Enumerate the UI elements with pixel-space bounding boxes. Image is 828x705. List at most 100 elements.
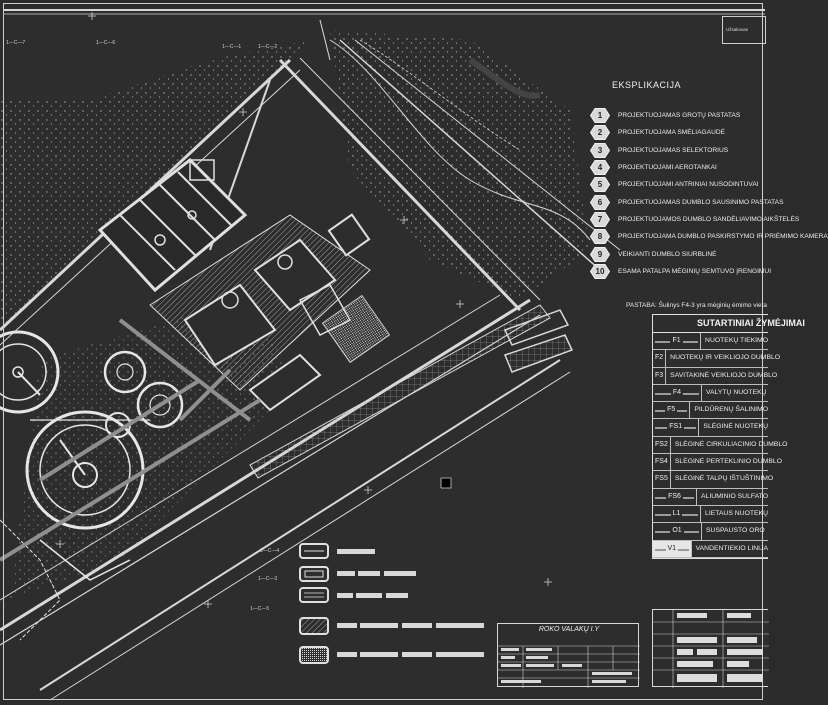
line-code: V1	[665, 544, 679, 552]
section-mark: 1—C—3	[258, 576, 277, 582]
section-mark: 1—C—1	[222, 44, 241, 50]
title-block: ROKO VALAKŲ I.Y	[497, 623, 640, 688]
line-code: FS4	[653, 458, 670, 466]
line-symbol: O1	[653, 523, 702, 540]
hexagon-number-icon: 9	[589, 246, 611, 262]
legend-item-label: PROJEKTUOJAMI ANTRINIAI NUSODINTUVAI	[618, 181, 759, 189]
clarifiers	[0, 330, 184, 641]
pipelines	[0, 318, 262, 562]
legend-item: 1 PROJEKTUOJAMAS GROTŲ PASTATAS	[589, 107, 768, 124]
legend-item-number: 10	[595, 266, 605, 276]
client-stamp: Užsakovas	[722, 16, 766, 44]
legend-item: 7 PROJEKTUOJAMOS DUMBLO SANDĖLIAVIMO AIKŠ…	[589, 211, 800, 228]
line-description: SLĖGINĖ PERTEKLINIO DUMBLO	[674, 458, 782, 466]
line-code: F4	[670, 388, 684, 396]
hexagon-number-icon: 7	[589, 211, 611, 227]
table-row: V1 VANDENTIEKIO LINIJA	[653, 540, 768, 558]
line-code: F3	[653, 371, 666, 379]
legend-item-number: 2	[597, 128, 603, 138]
title-block-project: ROKO VALAKŲ I.Y	[538, 626, 600, 633]
hexagon-number-icon: 4	[589, 160, 611, 176]
hexagon-number-icon: 6	[589, 194, 611, 210]
line-symbol: FS1	[653, 419, 700, 436]
line-code: F5	[665, 406, 678, 414]
legend-item: 3 PROJEKTUOJAMAS SELEKTORIUS	[589, 142, 768, 159]
legend-item-label: ESAMA PATALPA MĖGINIŲ SEMTUVO ĮRENGIMUI	[618, 267, 772, 275]
line-description: SUSPAUSTO ORO	[706, 527, 765, 535]
symbol-legend	[299, 543, 484, 664]
legend-item-number: 9	[597, 249, 603, 259]
line-symbol: F5	[653, 402, 691, 419]
table-row: O1 SUSPAUSTO ORO	[653, 523, 768, 541]
table-row: FS5 SLĖGINĖ TALPŲ IŠTUŠTINIMO	[653, 471, 773, 489]
line-description: SLĖGINĖ NUOTEKŲ	[703, 423, 768, 431]
table-row: FS2 SLĖGINĖ CIRKULIACINIO DUMBLO	[653, 436, 787, 455]
line-symbol: FS4	[653, 454, 671, 471]
line-description: VANDENTIEKIO LINIJA	[695, 544, 768, 552]
legend-item-number: 3	[597, 145, 603, 155]
line-code: L1	[670, 509, 683, 517]
legend-item: 2 PROJEKTUOJAMA SMĖLIAGAUDĖ	[589, 124, 768, 141]
line-description: VALYTŲ NUOTEKŲ	[706, 388, 767, 396]
line-symbol: F3	[653, 367, 667, 384]
line-code: FS1	[667, 423, 685, 431]
table-row: F1 NUOTEKŲ TIEKIMO	[653, 333, 768, 351]
title-block-grid	[498, 645, 640, 688]
table-row: FS1 SLĖGINĖ NUOTEKŲ	[653, 419, 768, 437]
line-symbol: F1	[653, 333, 702, 350]
table-row: F4 VALYTŲ NUOTEKŲ	[653, 384, 768, 403]
note-text: PASTABA: Šulinys F4-3 yra mėginių ėmimo …	[626, 302, 768, 309]
site-plan: 1—C—1 1—C—2 1—C—3 1—C—4 1—C—5 1—C—6 1—C—…	[0, 9, 765, 701]
legend-item-label: PROJEKTUOJAMAS SELEKTORIUS	[618, 146, 729, 154]
line-code: F2	[653, 354, 666, 362]
legend-item-label: PROJEKTUOJAMA SMĖLIAGAUDĖ	[618, 129, 725, 137]
line-description: SAVITAKINĖ VEIKLIOJO DUMBLO	[670, 371, 778, 379]
line-symbol: F2	[653, 350, 667, 367]
legend-item: 6 PROJEKTUOJAMAS DUMBLO SAUSINIMO PASTATA…	[589, 193, 784, 210]
line-code: F1	[670, 337, 683, 344]
drawing-canvas: 1—C—1 1—C—2 1—C—3 1—C—4 1—C—5 1—C—6 1—C—…	[0, 3, 828, 701]
hexagon-number-icon: 1	[589, 108, 611, 124]
survey-marks	[56, 12, 552, 608]
line-symbol: L1	[653, 505, 702, 523]
section-mark: 1—C—6	[96, 40, 115, 46]
section-mark: 1—C—4	[260, 548, 279, 554]
legend-item-number: 5	[597, 180, 603, 190]
line-description: ALIUMINIO SULFATO	[701, 492, 768, 500]
client-stamp-label: Užsakovas	[726, 27, 749, 32]
legend-item-label: PROJEKTUOJAMA DUMBLO PASKIRSTYMO IR PRIĖ…	[618, 233, 828, 241]
table-row: F5 PILDŪRENŲ ŠALINIMO	[653, 402, 768, 420]
section-marks: 1—C—1 1—C—2 1—C—3 1—C—4 1—C—5 1—C—6 1—C—…	[6, 40, 279, 612]
section-mark: 1—C—2	[258, 44, 277, 50]
section-mark: 1—C—5	[250, 606, 269, 612]
revision-grid	[653, 610, 769, 688]
table-row: FS4 SLĖGINĖ PERTEKLINIO DUMBLO	[653, 454, 782, 472]
revision-block	[652, 609, 769, 688]
hexagon-number-icon: 10	[589, 263, 611, 279]
legend-title: EKSPLIKACIJA	[612, 80, 682, 90]
aerotanks	[97, 158, 248, 293]
legend-item-label: PROJEKTUOJAMAS DUMBLO SAUSINIMO PASTATAS	[618, 198, 784, 206]
line-symbol: FS6	[653, 488, 698, 505]
legend-item-label: PROJEKTUOJAMOS DUMBLO SANDĖLIAVIMO AIKŠT…	[618, 215, 800, 223]
legend-item-number: 4	[597, 163, 603, 173]
line-description: NUOTEKŲ TIEKIMO	[705, 337, 768, 344]
legend-item-label: PROJEKTUOJAMAS GROTŲ PASTATAS	[618, 112, 741, 120]
section-mark: 1—C—7	[6, 40, 25, 46]
line-symbol: FS5	[653, 471, 671, 488]
line-description: SLĖGINĖ CIRKULIACINIO DUMBLO	[674, 440, 788, 448]
table-row: F3 SAVITAKINĖ VEIKLIOJO DUMBLO	[653, 367, 777, 385]
central-buildings	[149, 213, 391, 412]
line-description: SLĖGINĖ TALPŲ IŠTUŠTINIMO	[674, 475, 774, 483]
line-code: FS5	[653, 475, 670, 483]
hexagon-number-icon: 3	[589, 142, 611, 158]
line-code: FS2	[653, 440, 670, 448]
top-border	[3, 9, 765, 15]
line-description: PILDŪRENŲ ŠALINIMO	[694, 406, 768, 414]
